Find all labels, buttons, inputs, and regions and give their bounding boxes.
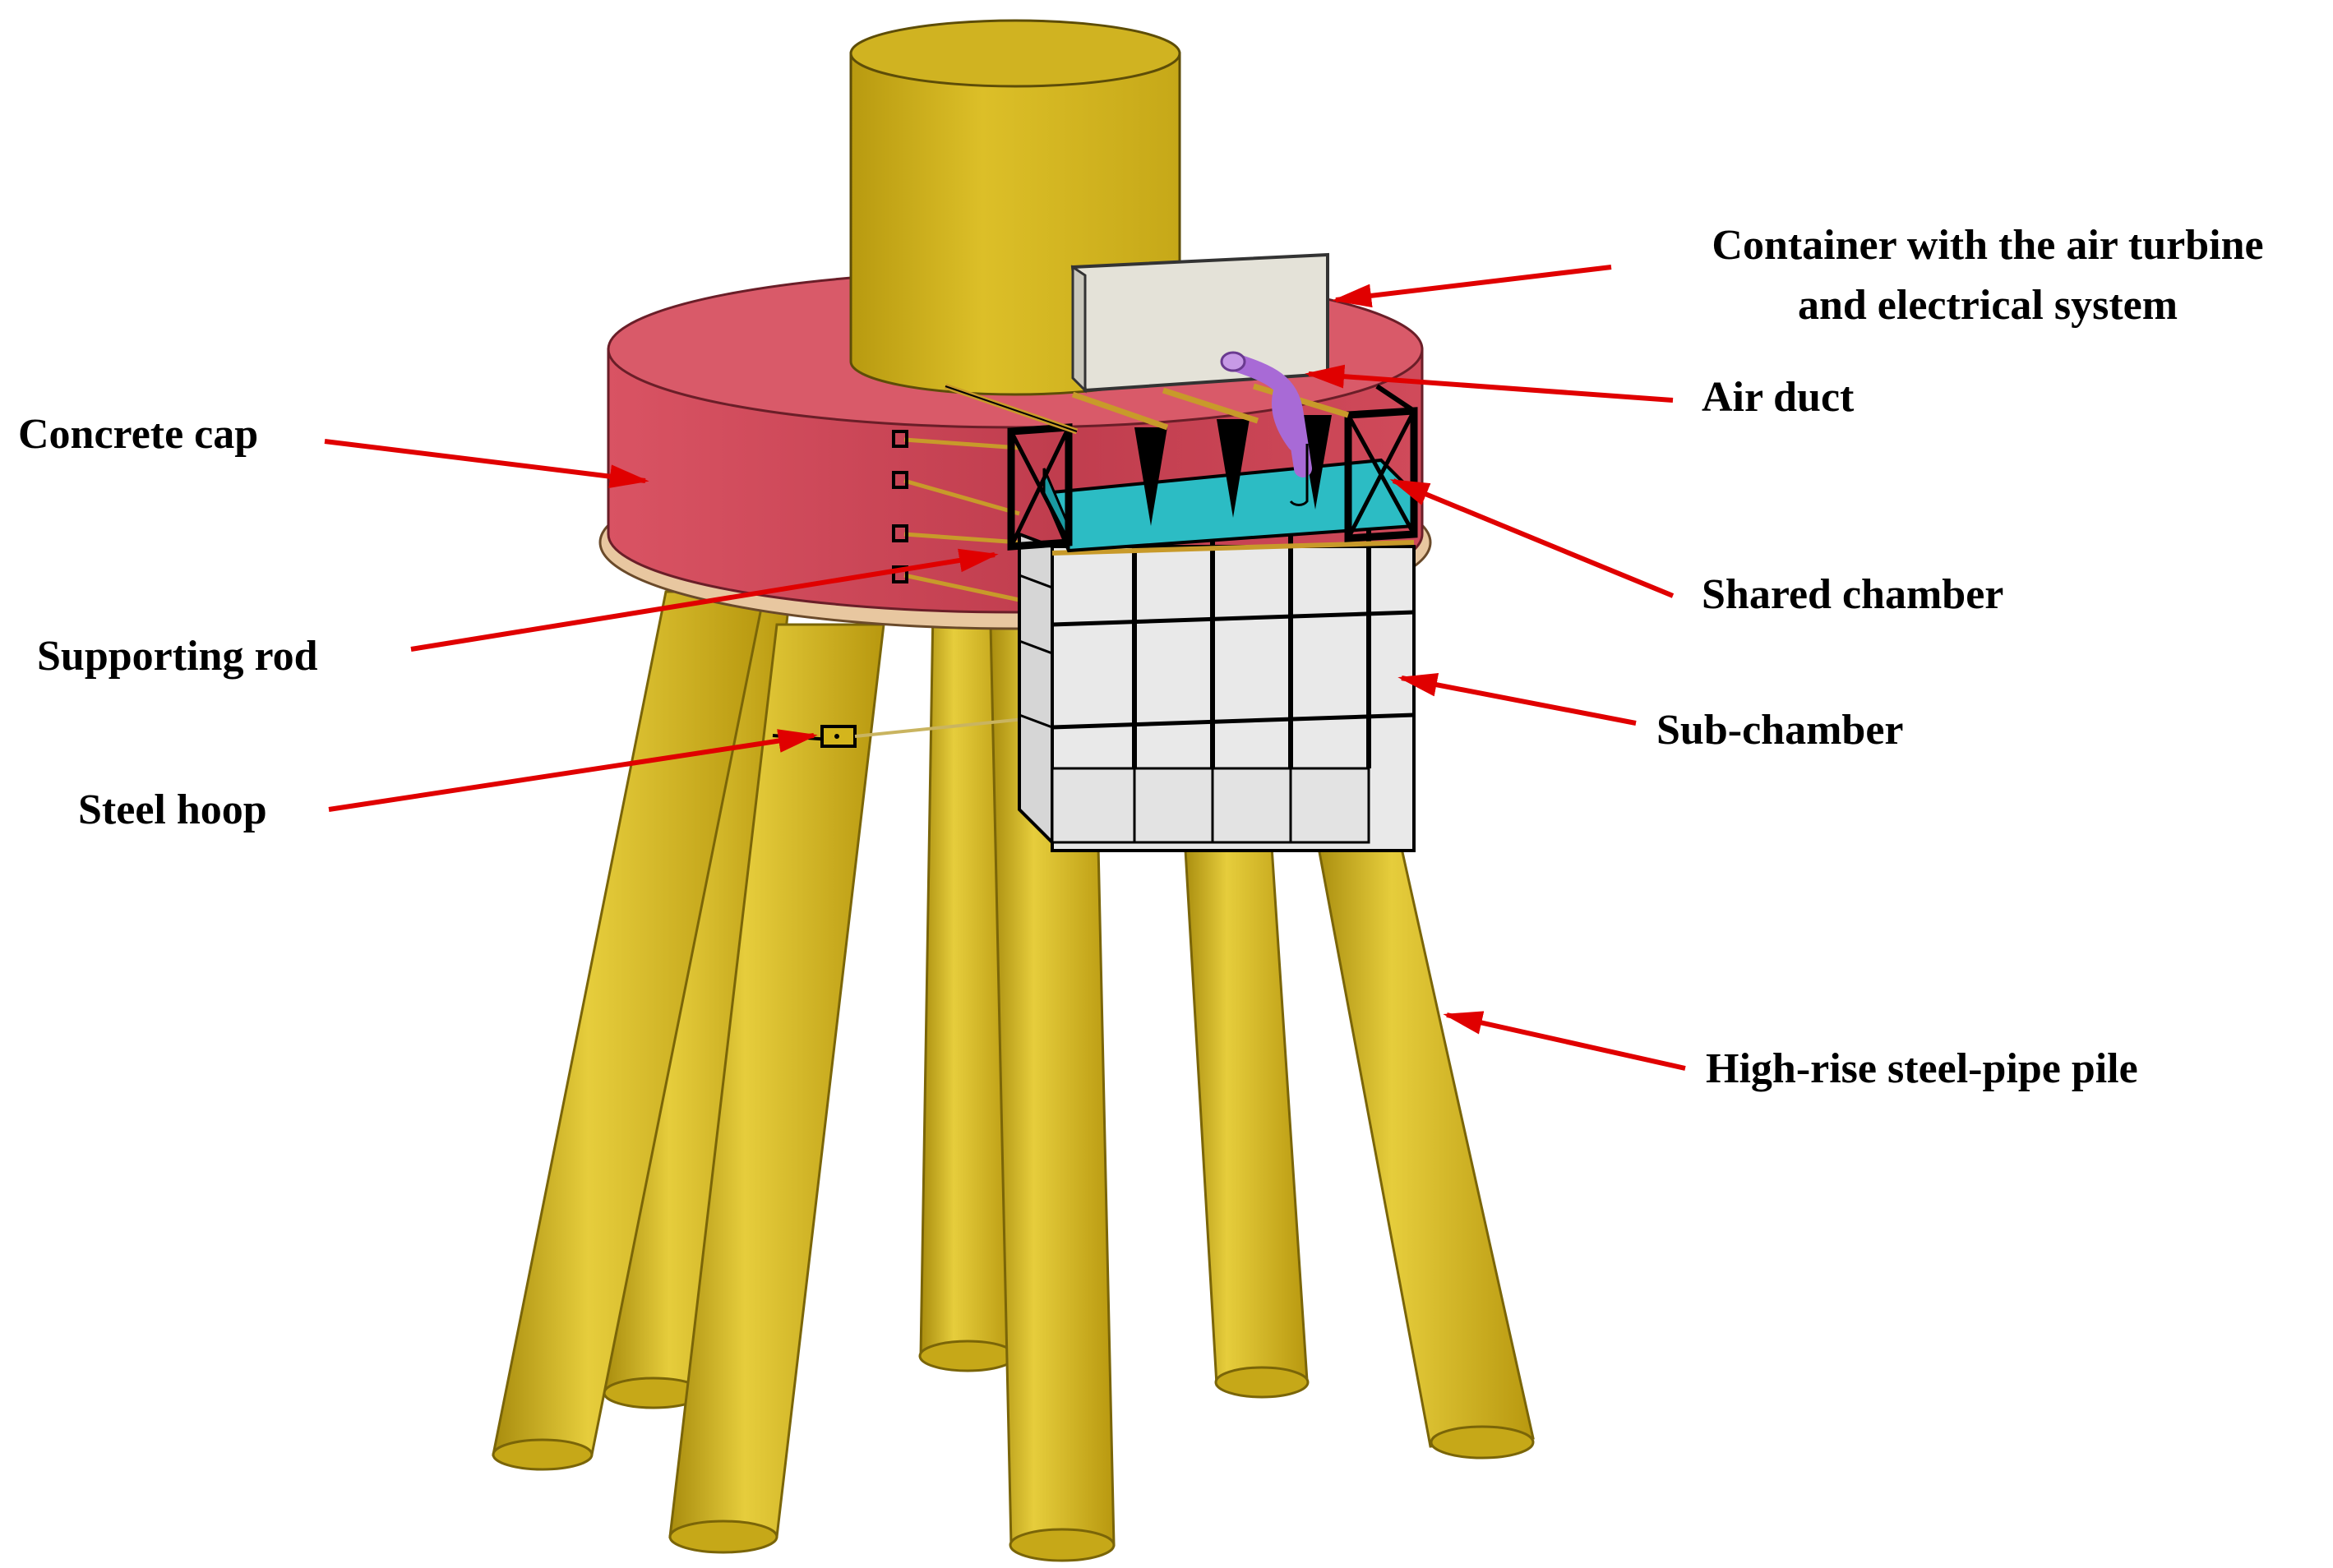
label-concrete-cap: Concrete cap (18, 411, 258, 458)
label-supporting-rod: Supporting rod (37, 633, 318, 680)
air-duct (1220, 351, 1312, 506)
arrow-steel-hoop (328, 729, 818, 812)
arrow-sub-chamber (1397, 673, 1637, 726)
labels: Container with the air turbine and elect… (18, 222, 2264, 1092)
arrow-shared-chamber (1389, 478, 1675, 598)
chamber-frame (944, 383, 1418, 551)
arrow-pile (1443, 1011, 1686, 1071)
arrow-container (1332, 265, 1612, 308)
pile-bottom (1009, 1528, 1116, 1562)
label-pile: High-rise steel-pipe pile (1706, 1045, 2138, 1092)
turbine-container (1070, 252, 1329, 394)
pile-bottom (1214, 1366, 1310, 1399)
arrow-supporting-rod (410, 548, 999, 652)
label-steel-hoop: Steel hoop (78, 786, 267, 833)
arrow-air-duct (1305, 364, 1674, 403)
pile (1182, 820, 1309, 1386)
label-sub-chamber: Sub-chamber (1656, 707, 1903, 754)
pile (1314, 828, 1535, 1448)
label-container-line1: Container with the air turbine (1712, 222, 2263, 269)
pile-bottom (668, 1520, 778, 1554)
pile-bottom (918, 1340, 1017, 1372)
pile-bottom (492, 1438, 594, 1471)
arrow-concrete-cap (324, 439, 649, 489)
label-shared-chamber: Shared chamber (1702, 571, 2003, 618)
sub-chamber-block (1018, 526, 1416, 852)
label-air-duct: Air duct (1702, 374, 1855, 421)
pile-bottom (1430, 1425, 1535, 1460)
supporting-rods (892, 430, 1020, 602)
label-container-line2: and electrical system (1798, 282, 2178, 329)
callout-arrows (324, 265, 1686, 1071)
